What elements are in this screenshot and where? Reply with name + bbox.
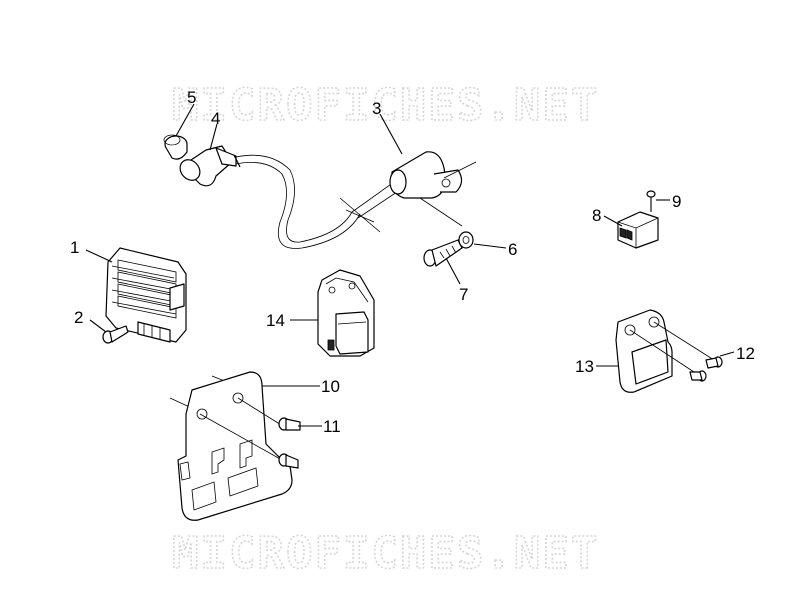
- part-11-bolts: [278, 417, 301, 469]
- callout-8: 8: [592, 206, 601, 225]
- part-4-plug-cap: [179, 145, 237, 187]
- part-2-bolt: [102, 325, 129, 344]
- watermark-bottom: MICROFICHES.NET: [172, 528, 599, 579]
- callout-4: 4: [211, 109, 220, 128]
- part-6-washer: [458, 231, 474, 249]
- part-13-module: [615, 309, 715, 393]
- ht-lead-cable: [233, 154, 361, 249]
- callout-10: 10: [321, 377, 340, 396]
- part-1-regulator: [105, 247, 187, 343]
- leader-lines: [85, 103, 735, 427]
- part-14-cdi-unit: [317, 269, 375, 357]
- callout-7: 7: [459, 285, 468, 304]
- callout-2: 2: [74, 308, 83, 327]
- callout-12: 12: [736, 344, 755, 363]
- callout-5: 5: [187, 88, 196, 107]
- callout-9: 9: [672, 192, 681, 211]
- part-10-mounting-plate: [169, 371, 293, 521]
- part-12-screws: [689, 356, 723, 382]
- callout-11: 11: [323, 417, 341, 436]
- callout-labels: 1 2 3 4 5 6 7 8 9 10 11 12 13 14: [70, 88, 755, 436]
- callout-13: 13: [575, 357, 594, 376]
- callout-1: 1: [70, 238, 79, 257]
- part-8-relay: [617, 211, 659, 249]
- part-3-ignition-coil: [339, 151, 477, 233]
- part-5-cap: [163, 134, 188, 160]
- part-9-screw: [646, 190, 656, 212]
- callout-14: 14: [266, 311, 285, 330]
- callout-3: 3: [372, 99, 381, 118]
- callout-6: 6: [508, 240, 517, 259]
- part-7-screw: [423, 239, 463, 267]
